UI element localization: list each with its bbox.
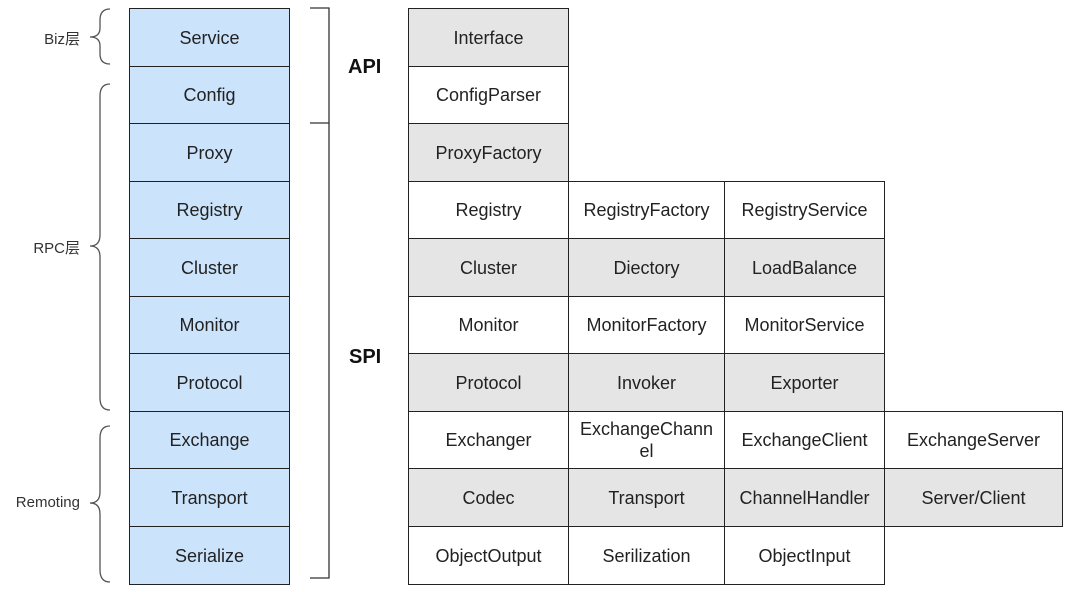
spi-cell: ExchangeChannel — [568, 411, 725, 469]
api-bracket — [310, 7, 330, 124]
spi-cell: Protocol — [408, 353, 569, 412]
spi-cell: MonitorFactory — [568, 296, 725, 354]
layer-label-rpc: RPC层 — [33, 240, 80, 257]
layer-cell: Proxy — [129, 123, 290, 182]
layer-cell: Service — [129, 8, 290, 67]
spi-cell: Cluster — [408, 238, 569, 297]
layer-cell: Registry — [129, 181, 290, 239]
layer-label-remoting: Remoting — [15, 494, 80, 511]
spi-cell: ObjectInput — [724, 526, 885, 585]
spi-cell: Serilization — [568, 526, 725, 585]
rpc-brace — [89, 83, 111, 411]
layer-cell: Config — [129, 66, 290, 124]
spi-cell: ExchangeServer — [884, 411, 1063, 469]
spi-cell: Registry — [408, 181, 569, 239]
spi-cell: ExchangeClient — [724, 411, 885, 469]
spi-cell: ProxyFactory — [408, 123, 569, 182]
layer-cell: Transport — [129, 468, 290, 527]
spi-cell: Exporter — [724, 353, 885, 412]
spi-cell: RegistryFactory — [568, 181, 725, 239]
api-label: API — [348, 56, 382, 78]
spi-bracket — [310, 123, 330, 579]
spi-cell: ObjectOutput — [408, 526, 569, 585]
spi-cell: Exchanger — [408, 411, 569, 469]
layer-cell: Serialize — [129, 526, 290, 585]
spi-cell: LoadBalance — [724, 238, 885, 297]
layer-cell: Exchange — [129, 411, 290, 469]
spi-cell: ChannelHandler — [724, 468, 885, 527]
spi-cell: Monitor — [408, 296, 569, 354]
spi-cell: Interface — [408, 8, 569, 67]
layer-cell: Protocol — [129, 353, 290, 412]
spi-cell: MonitorService — [724, 296, 885, 354]
spi-cell: Invoker — [568, 353, 725, 412]
spi-label: SPI — [349, 346, 382, 368]
spi-cell: Diectory — [568, 238, 725, 297]
spi-cell: RegistryService — [724, 181, 885, 239]
biz-brace — [89, 8, 111, 65]
layer-cell: Monitor — [129, 296, 290, 354]
spi-cell: Server/Client — [884, 468, 1063, 527]
remoting-brace — [89, 425, 111, 583]
spi-cell: Codec — [408, 468, 569, 527]
spi-cell: ConfigParser — [408, 66, 569, 124]
layer-label-biz: Biz层 — [44, 31, 80, 48]
layer-cell: Cluster — [129, 238, 290, 297]
spi-cell: Transport — [568, 468, 725, 527]
